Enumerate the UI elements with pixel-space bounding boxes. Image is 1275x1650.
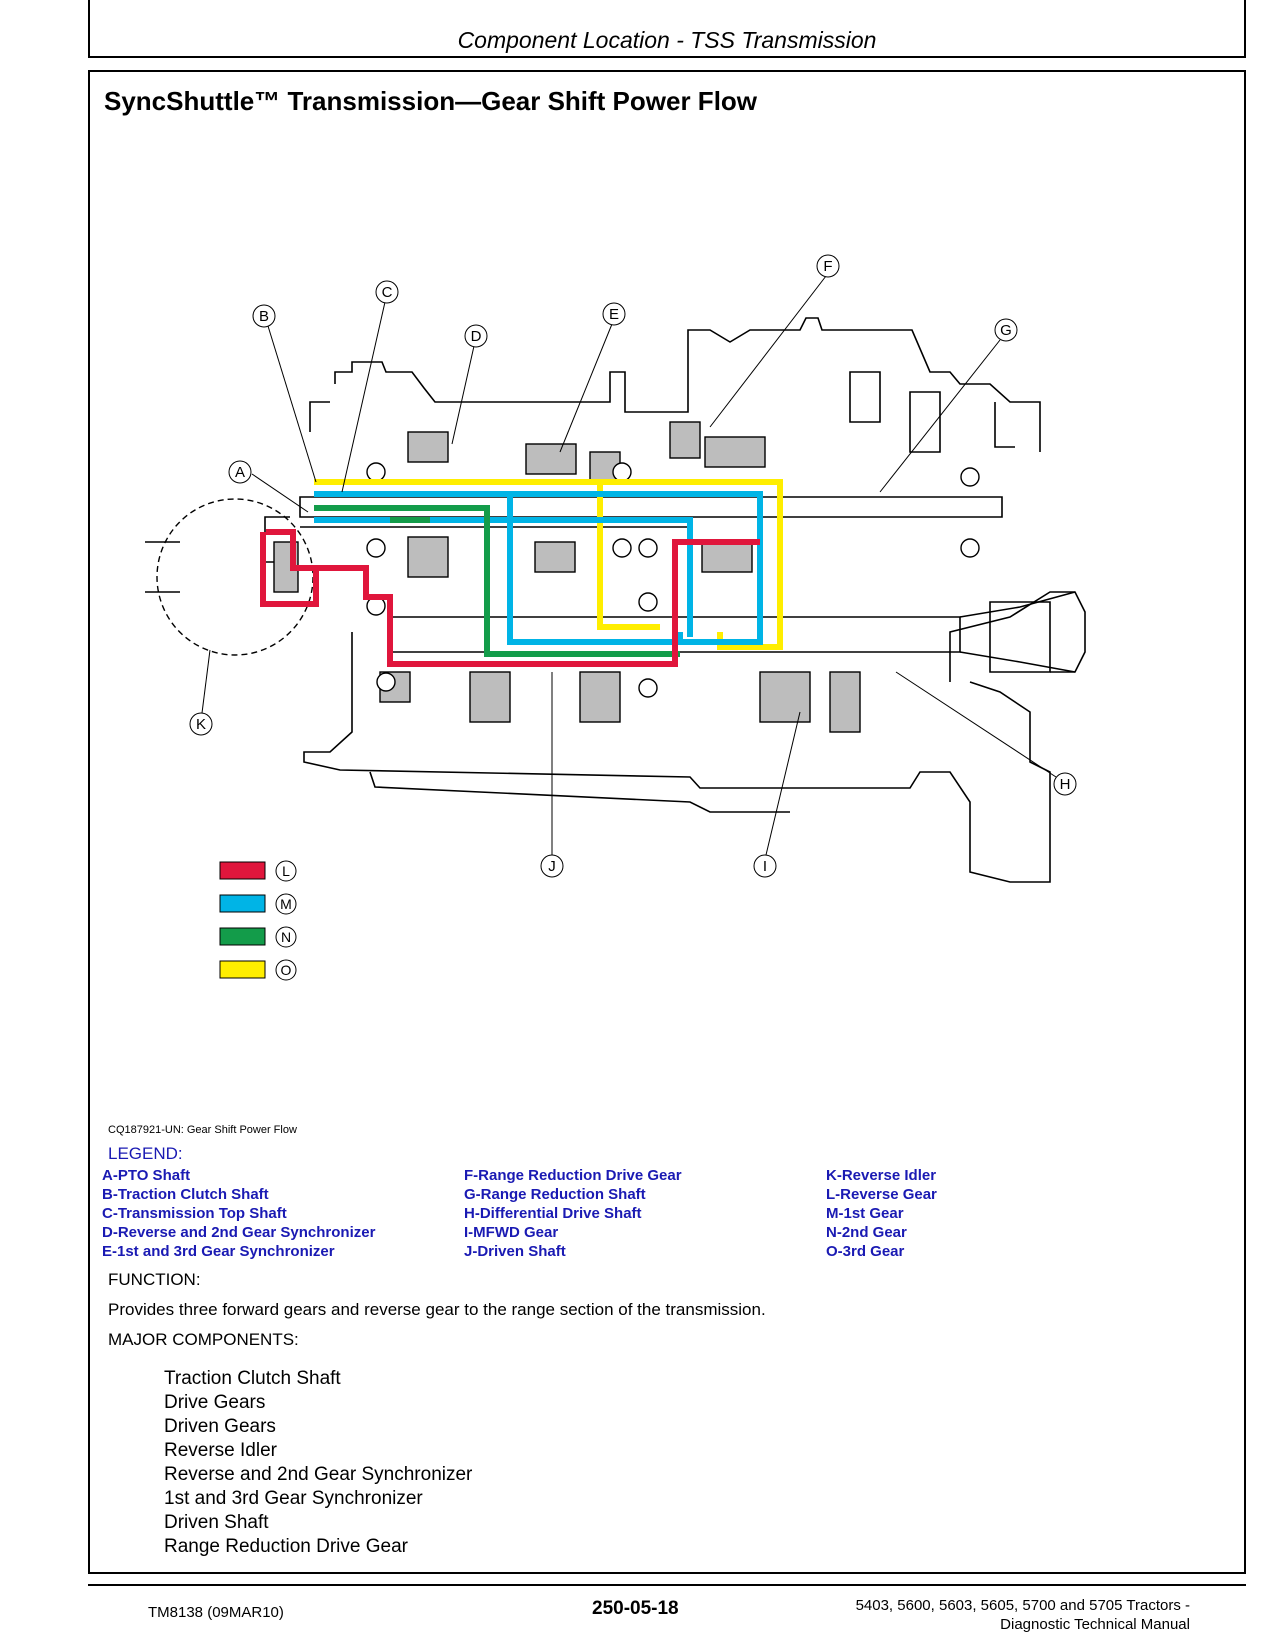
footer-page-number: 250-05-18 — [592, 1598, 679, 1619]
callout-k: K — [189, 649, 213, 736]
function-heading: FUNCTION: — [108, 1270, 201, 1289]
footer-rule — [88, 1584, 1246, 1586]
svg-text:D: D — [471, 328, 482, 345]
callout-f: F — [709, 254, 840, 428]
svg-text:A: A — [235, 464, 245, 481]
legend-item: K-Reverse Idler — [826, 1167, 937, 1184]
callout-i: I — [753, 711, 801, 878]
power-flow — [260, 479, 783, 667]
color-swatch-m — [219, 894, 266, 913]
callout-j: J — [540, 672, 564, 878]
transmission-diagram: A B C D E F G H I J K L M N O — [145, 254, 1086, 981]
color-swatch-l — [219, 861, 266, 880]
legend-item: B-Traction Clutch Shaft — [102, 1186, 269, 1203]
major-components-heading: MAJOR COMPONENTS: — [108, 1330, 299, 1349]
callout-d: D — [451, 324, 488, 445]
content-frame: SyncShuttle™ Transmission—Gear Shift Pow… — [88, 70, 1246, 1574]
footer-doc-id: TM8138 (09MAR10) — [148, 1604, 284, 1621]
svg-text:H: H — [1060, 776, 1071, 793]
legend-item: E-1st and 3rd Gear Synchronizer — [102, 1243, 335, 1260]
function-text: Provides three forward gears and reverse… — [108, 1300, 766, 1319]
legend-heading: LEGEND: — [108, 1144, 183, 1163]
color-key: L M N O — [219, 860, 297, 981]
legend-item: G-Range Reduction Shaft — [464, 1186, 646, 1203]
callout-b: B — [252, 304, 317, 483]
footer-manual-line-1: 5403, 5600, 5603, 5605, 5700 and 5705 Tr… — [855, 1597, 1190, 1614]
legend-item: J-Driven Shaft — [464, 1243, 566, 1260]
svg-text:G: G — [1000, 322, 1012, 339]
footer-manual-line-2: Diagnostic Technical Manual — [1000, 1616, 1190, 1633]
callout-h: H — [895, 671, 1077, 796]
legend-column-1: A-PTO Shaft B-Traction Clutch Shaft C-Tr… — [102, 1166, 375, 1261]
svg-text:E: E — [609, 306, 619, 323]
svg-text:J: J — [548, 858, 556, 875]
legend-item: L-Reverse Gear — [826, 1186, 937, 1203]
major-components-list: Traction Clutch Shaft Drive Gears Driven… — [164, 1367, 472, 1559]
legend-item: A-PTO Shaft — [102, 1167, 191, 1184]
list-item: Reverse and 2nd Gear Synchronizer — [164, 1464, 473, 1485]
svg-text:K: K — [196, 716, 206, 733]
list-item: 1st and 3rd Gear Synchronizer — [164, 1488, 423, 1509]
svg-text:C: C — [382, 284, 393, 301]
bearings — [366, 462, 980, 698]
list-item: Range Reduction Drive Gear — [164, 1536, 408, 1557]
list-item: Driven Gears — [164, 1416, 276, 1437]
svg-text:B: B — [259, 308, 269, 325]
callout-c: C — [341, 280, 399, 493]
list-item: Reverse Idler — [164, 1440, 277, 1461]
legend-column-2: F-Range Reduction Drive Gear G-Range Red… — [464, 1166, 682, 1261]
list-item: Driven Shaft — [164, 1512, 269, 1533]
callout-g: G — [879, 318, 1018, 493]
legend-item: D-Reverse and 2nd Gear Synchronizer — [102, 1224, 376, 1241]
callout-e: E — [559, 302, 626, 453]
legend-item: M-1st Gear — [826, 1205, 904, 1222]
color-key-label: L — [282, 863, 290, 879]
svg-text:F: F — [823, 258, 832, 275]
gear-blocks — [273, 421, 861, 733]
callout-a: A — [228, 460, 309, 513]
color-key-label: O — [281, 962, 292, 978]
list-item: Drive Gears — [164, 1392, 266, 1413]
svg-text:I: I — [763, 858, 767, 875]
color-swatch-o — [219, 960, 266, 979]
color-key-label: N — [281, 929, 291, 945]
header-title: Component Location - TSS Transmission — [457, 27, 877, 53]
color-swatch-n — [219, 927, 266, 946]
legend-item: H-Differential Drive Shaft — [464, 1205, 642, 1222]
page-header: Component Location - TSS Transmission — [88, 0, 1246, 58]
legend-item: N-2nd Gear — [826, 1224, 907, 1241]
figure-caption: CQ187921-UN: Gear Shift Power Flow — [108, 1124, 297, 1136]
legend-item: O-3rd Gear — [826, 1243, 905, 1260]
footer-manual-title: 5403, 5600, 5603, 5605, 5700 and 5705 Tr… — [856, 1596, 1190, 1634]
callout-labels: A B C D E F G H I J K — [189, 254, 1077, 878]
list-item: Traction Clutch Shaft — [164, 1368, 341, 1389]
legend-item: C-Transmission Top Shaft — [102, 1205, 287, 1222]
legend-column-3: K-Reverse Idler L-Reverse Gear M-1st Gea… — [826, 1166, 937, 1261]
legend-item: I-MFWD Gear — [464, 1224, 559, 1241]
section-title: SyncShuttle™ Transmission—Gear Shift Pow… — [104, 86, 758, 116]
color-key-label: M — [280, 896, 292, 912]
legend-item: F-Range Reduction Drive Gear — [464, 1167, 682, 1184]
housing-outline — [145, 317, 1086, 883]
